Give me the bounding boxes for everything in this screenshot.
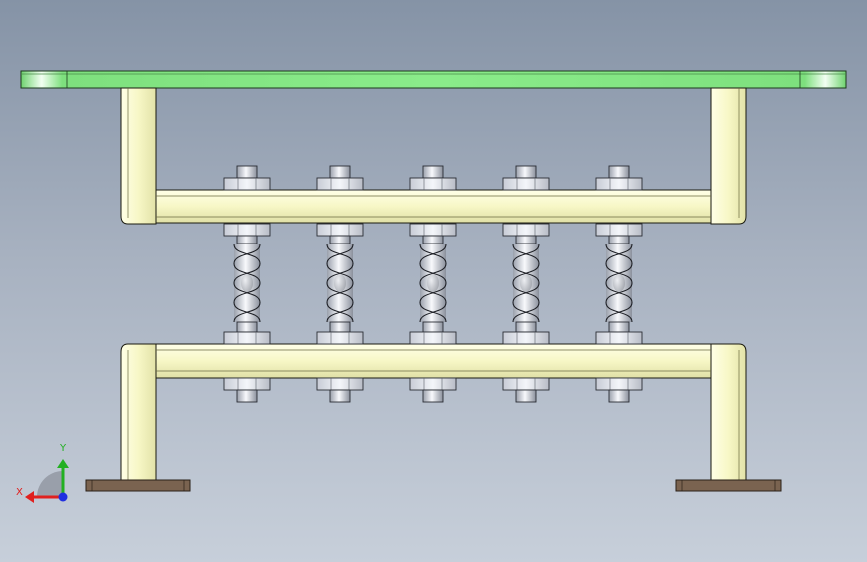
nut-lower-top-1 (223, 331, 271, 345)
nut-upper-bottom-3 (409, 223, 457, 237)
lower-collar-5 (608, 321, 630, 333)
lower-left-post[interactable] (120, 343, 157, 481)
triad-y-label: Y (60, 443, 67, 454)
nut-lower-bottom-2 (316, 377, 364, 391)
nut-upper-bottom-2 (316, 223, 364, 237)
nut-lower-top-5 (595, 331, 643, 345)
z-axis-dot (58, 492, 68, 502)
upper-stud-4 (515, 165, 537, 179)
base-pad-left[interactable] (85, 479, 191, 492)
nut-upper-bottom-1 (223, 223, 271, 237)
upper-beam[interactable] (155, 189, 712, 224)
lower-collar-2 (329, 321, 351, 333)
lower-stud-2 (329, 389, 351, 403)
threaded-rod-1 (223, 165, 271, 403)
upper-collar-3 (422, 235, 444, 245)
lower-stud-5 (608, 389, 630, 403)
top-plate[interactable] (20, 70, 847, 89)
nut-lower-top-2 (316, 331, 364, 345)
lower-collar-4 (515, 321, 537, 333)
nut-lower-top-4 (502, 331, 550, 345)
triad-origin-sphere-shade (37, 471, 63, 497)
nut-lower-top-3 (409, 331, 457, 345)
nut-upper-top-1 (223, 177, 271, 191)
twist-section-1 (233, 243, 261, 323)
threaded-rod-group (223, 165, 643, 403)
nut-lower-bottom-3 (409, 377, 457, 391)
nut-lower-bottom-4 (502, 377, 550, 391)
nut-upper-top-2 (316, 177, 364, 191)
threaded-rod-2 (316, 165, 364, 403)
nut-upper-top-4 (502, 177, 550, 191)
lower-beam[interactable] (155, 343, 712, 379)
upper-stud-2 (329, 165, 351, 179)
upper-stud-3 (422, 165, 444, 179)
lower-right-post[interactable] (710, 343, 747, 481)
nut-upper-top-3 (409, 177, 457, 191)
upper-left-post[interactable] (120, 87, 157, 225)
lower-stud-1 (236, 389, 258, 403)
upper-stud-1 (236, 165, 258, 179)
x-axis-arrowhead (25, 491, 34, 503)
twist-section-5 (605, 243, 633, 323)
nut-upper-bottom-5 (595, 223, 643, 237)
nut-lower-bottom-1 (223, 377, 271, 391)
upper-collar-1 (236, 235, 258, 245)
upper-right-post[interactable] (710, 87, 747, 225)
nut-upper-top-5 (595, 177, 643, 191)
twist-section-3 (419, 243, 447, 323)
threaded-rod-4 (502, 165, 550, 403)
base-pad-right[interactable] (675, 479, 782, 492)
threaded-rod-3 (409, 165, 457, 403)
upper-collar-5 (608, 235, 630, 245)
nut-upper-bottom-4 (502, 223, 550, 237)
threaded-rod-5 (595, 165, 643, 403)
upper-collar-2 (329, 235, 351, 245)
upper-stud-5 (608, 165, 630, 179)
twist-section-4 (512, 243, 540, 323)
upper-collar-4 (515, 235, 537, 245)
lower-stud-4 (515, 389, 537, 403)
nut-lower-bottom-5 (595, 377, 643, 391)
lower-collar-3 (422, 321, 444, 333)
lower-stud-3 (422, 389, 444, 403)
y-axis-arrowhead (57, 459, 69, 468)
coordinate-triad (25, 459, 69, 503)
lower-collar-1 (236, 321, 258, 333)
twist-section-2 (326, 243, 354, 323)
triad-x-label: X (16, 487, 23, 498)
